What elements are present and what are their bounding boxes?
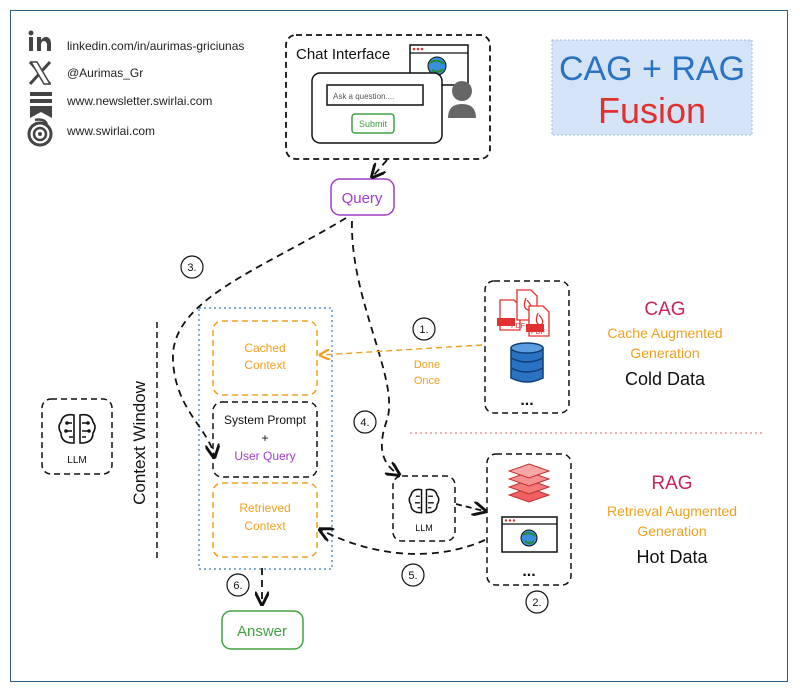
system-prompt-box: System Prompt + User Query — [212, 401, 318, 478]
llm-middle-label: LLM — [415, 523, 433, 533]
svg-text:3.: 3. — [187, 262, 196, 274]
chat-interface: Chat Interface Ask a question.... Submit — [285, 34, 491, 160]
database-icon — [510, 342, 544, 383]
query-node: Query — [330, 178, 395, 216]
done-once-line1: Done — [414, 359, 440, 371]
system-prompt-plus: + — [261, 431, 268, 445]
llm-middle: LLM — [392, 475, 456, 542]
step-badge-3: 3. — [180, 255, 204, 279]
brain-icon — [58, 413, 96, 444]
cag-title: CAG — [644, 299, 685, 320]
title-line1: CAG + RAG — [559, 50, 745, 88]
x-row[interactable]: @Aurimas_Gr — [28, 60, 143, 86]
arrow-llm-to-rag — [455, 504, 484, 511]
answer-label: Answer — [237, 623, 287, 640]
question-placeholder: Ask a question.... — [333, 92, 394, 101]
step-badge-5: 5. — [401, 563, 425, 587]
rag-store: ... — [486, 453, 572, 586]
user-icon — [448, 81, 476, 118]
pdf-label-2: PDF — [531, 329, 545, 336]
linkedin-icon — [28, 30, 51, 51]
rag-desc-line1: Retrieval Augmented — [607, 503, 737, 519]
chat-title: Chat Interface — [296, 46, 390, 63]
step-badge-1: 1. — [412, 317, 436, 341]
system-prompt-line1: System Prompt — [224, 413, 307, 427]
x-logo-icon — [28, 60, 52, 86]
arrow-step4-query-to-llm — [351, 220, 398, 474]
done-once-line2: Once — [414, 375, 440, 387]
brain-icon — [408, 488, 440, 514]
step-badge-4: 4. — [353, 410, 377, 434]
submit-button[interactable]: Submit — [351, 113, 395, 134]
svg-text:6.: 6. — [233, 580, 242, 592]
svg-text:1.: 1. — [419, 324, 428, 336]
cag-description: CAG Cache Augmented Generation Cold Data — [607, 299, 722, 389]
swirl-icon — [27, 118, 53, 147]
llm-left-label: LLM — [67, 455, 86, 466]
rag-title: RAG — [651, 473, 692, 494]
rag-more-ellipsis: ... — [522, 563, 535, 580]
arrow-step3-query-to-prompt — [172, 217, 347, 456]
vector-layers-icon — [507, 463, 551, 503]
title-box: CAG + RAG Fusion — [551, 39, 753, 136]
arrow-step5-rag-to-retrieved — [321, 530, 486, 555]
question-input[interactable] — [326, 84, 424, 106]
browser-globe-icon — [501, 516, 558, 553]
linkedin-row[interactable]: linkedin.com/in/aurimas-griciunas — [28, 30, 245, 54]
retrieved-context-box: Retrieved Context — [212, 482, 318, 558]
cag-desc-line1: Cache Augmented — [607, 325, 722, 341]
arrow-chat-to-query — [373, 159, 388, 176]
cag-desc-line2: Generation — [630, 345, 699, 361]
pdf-label-1: PDF — [511, 323, 525, 330]
submit-label: Submit — [359, 119, 388, 129]
query-label: Query — [342, 190, 383, 207]
cag-data-type: Cold Data — [625, 369, 706, 389]
website-link[interactable]: www.swirlai.com — [66, 124, 155, 138]
linkedin-link[interactable]: linkedin.com/in/aurimas-griciunas — [67, 39, 244, 53]
rag-description: RAG Retrieval Augmented Generation Hot D… — [607, 473, 737, 567]
arrow-step1-cag-to-cached — [321, 344, 483, 355]
step-badge-2: 2. — [525, 590, 549, 614]
rag-desc-line2: Generation — [637, 523, 706, 539]
retrieved-context-line1: Retrieved — [239, 501, 290, 515]
x-link[interactable]: @Aurimas_Gr — [67, 66, 143, 80]
cached-context-box: Cached Context — [212, 320, 318, 396]
answer-node: Answer — [221, 610, 304, 650]
newsletter-icon — [30, 92, 52, 118]
step-badge-6: 6. — [226, 573, 250, 597]
cached-context-line2: Context — [244, 358, 286, 372]
rag-data-type: Hot Data — [636, 547, 708, 567]
svg-text:2.: 2. — [532, 597, 541, 609]
cag-store: PDF PDF ... — [484, 280, 570, 414]
cached-context-line1: Cached — [244, 341, 285, 355]
svg-text:4.: 4. — [360, 417, 369, 429]
website-row[interactable]: www.swirlai.com — [27, 118, 155, 147]
retrieved-context-line2: Context — [244, 519, 286, 533]
newsletter-row[interactable]: www.newsletter.swirlai.com — [30, 92, 212, 118]
svg-text:5.: 5. — [408, 570, 417, 582]
title-line2: Fusion — [598, 90, 706, 131]
llm-left: LLM — [41, 398, 113, 475]
pdf-icon: PDF PDF — [497, 289, 550, 337]
context-window-label: Context Window — [130, 380, 149, 504]
cag-more-ellipsis: ... — [520, 392, 533, 409]
context-window: Context Window Cached Context System Pro… — [130, 307, 333, 570]
user-query-line: User Query — [234, 449, 295, 463]
newsletter-link[interactable]: www.newsletter.swirlai.com — [66, 94, 212, 108]
